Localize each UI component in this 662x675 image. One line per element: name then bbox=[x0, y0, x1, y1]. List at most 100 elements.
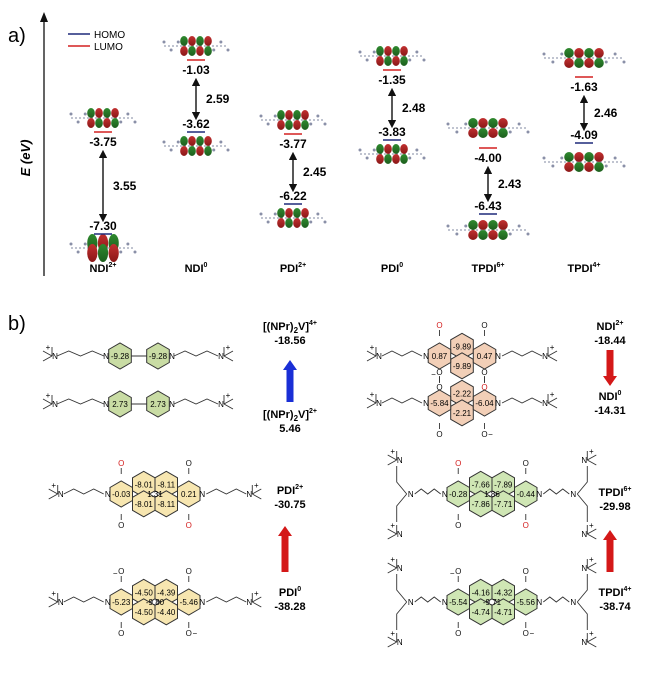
ring-charge-value: -8.11 bbox=[157, 480, 175, 489]
gap-value: 2.43 bbox=[498, 177, 522, 191]
minus-charge: − bbox=[488, 430, 493, 439]
homo-energy: -6.22 bbox=[279, 189, 307, 203]
ring-charge-value: -0.03 bbox=[112, 490, 131, 499]
nitrogen-atom: N bbox=[570, 490, 576, 499]
homo-orbital-image bbox=[69, 234, 137, 262]
nitrogen-atom: N bbox=[105, 598, 111, 607]
lumo-orbital-image bbox=[162, 36, 230, 56]
propyl-linker bbox=[501, 397, 543, 404]
ring-charge-value: -7.66 bbox=[472, 480, 491, 489]
oxygen-atom: O bbox=[523, 629, 529, 638]
lumo-energy: -4.00 bbox=[474, 151, 502, 165]
homo-orbital-image bbox=[259, 208, 327, 228]
plus-charge: + bbox=[370, 343, 375, 352]
nitrogen-atom: N bbox=[495, 399, 501, 408]
nitrogen-atom: N bbox=[246, 598, 252, 607]
energy-axis-arrowhead bbox=[40, 12, 48, 22]
imide-ring bbox=[514, 480, 538, 508]
nitrogen-atom: N bbox=[397, 638, 403, 647]
nitrogen-atom: N bbox=[199, 598, 205, 607]
homo-energy: -7.30 bbox=[89, 219, 117, 233]
panel-a-label: a) bbox=[8, 25, 26, 47]
oxygen-atom: O bbox=[436, 321, 442, 330]
ring-charge-value: -5.54 bbox=[449, 598, 468, 607]
trimethylammonium-group: N+ bbox=[581, 629, 597, 648]
pyridinium-ring bbox=[108, 342, 132, 370]
oxygen-atom: O bbox=[186, 629, 192, 638]
species-name: TPDI4+ bbox=[598, 586, 631, 599]
homo-energy: -3.62 bbox=[182, 117, 210, 131]
branched-amine: N+N+ bbox=[387, 447, 408, 540]
trimethylammonium-group: N+ bbox=[48, 481, 64, 500]
homo-orbital-image bbox=[358, 144, 426, 164]
imide-ring bbox=[177, 480, 201, 508]
homo-energy: -3.83 bbox=[378, 125, 406, 139]
species-charge-sum: -38.28 bbox=[274, 601, 305, 613]
imide-core bbox=[446, 470, 538, 518]
ring-charge-value: 0.21 bbox=[181, 490, 197, 499]
legend-lumo-label: LUMO bbox=[94, 42, 123, 53]
imide-ring bbox=[109, 588, 133, 616]
legend: HOMO LUMO bbox=[68, 30, 125, 53]
ring-charge-value: -4.16 bbox=[472, 588, 491, 597]
oxidation-arrow-red bbox=[603, 350, 617, 386]
nitrogen-atom: N bbox=[423, 352, 429, 361]
propyl-linker bbox=[173, 350, 219, 357]
species-name: PDI2+ bbox=[277, 484, 303, 497]
nitrogen-atom: N bbox=[52, 400, 58, 409]
oxygen-atom: O bbox=[436, 383, 442, 392]
ring-charge-value: -5.56 bbox=[517, 598, 536, 607]
axis-label: E (eV) bbox=[18, 140, 33, 177]
nitrogen-atom: N bbox=[495, 352, 501, 361]
reduction-arrow-red bbox=[278, 526, 292, 572]
ring-charge-value: -5.46 bbox=[180, 598, 199, 607]
lumo-orbital-image bbox=[69, 108, 137, 128]
gap-value: 2.46 bbox=[594, 106, 618, 120]
ring-charge-value: 2.73 bbox=[112, 400, 128, 409]
lumo-energy: -1.35 bbox=[378, 73, 406, 87]
ring-charge-value: -7.89 bbox=[494, 480, 513, 489]
trimethylammonium-group: N+ bbox=[366, 343, 382, 362]
plus-charge: + bbox=[589, 555, 594, 564]
nitrogen-atom: N bbox=[376, 399, 382, 408]
imide-ring bbox=[472, 389, 497, 417]
gap-value: 3.55 bbox=[113, 179, 137, 193]
ring-charge-value: -8.11 bbox=[157, 500, 175, 509]
oxygen-atom: O bbox=[118, 629, 124, 638]
pdi-reduced-label: PDI0-38.28 bbox=[274, 586, 305, 613]
nitrogen-atom: N bbox=[570, 598, 576, 607]
propyl-linker bbox=[206, 596, 247, 603]
reduction-arrow-red bbox=[603, 530, 617, 572]
oxygen-atom: O bbox=[455, 521, 461, 530]
minus-charge: − bbox=[450, 569, 455, 578]
nitrogen-atom: N bbox=[58, 490, 64, 499]
oxygen-atom: O bbox=[118, 459, 124, 468]
oxygen-atom: O bbox=[523, 521, 529, 530]
plus-charge: + bbox=[550, 343, 555, 352]
gap-value: 2.48 bbox=[402, 101, 426, 115]
species-charge-sum: 5.46 bbox=[279, 423, 300, 435]
oxygen-atom: O bbox=[481, 321, 487, 330]
nitrogen-atom: N bbox=[169, 352, 175, 361]
ring-charge-value: -7.86 bbox=[472, 500, 491, 509]
nitrogen-atom: N bbox=[397, 564, 403, 573]
imide-ring bbox=[427, 342, 452, 370]
ring-charge-value: -2.21 bbox=[453, 409, 472, 418]
propyl-linker bbox=[414, 488, 441, 495]
ring-charge-value: -8.01 bbox=[135, 500, 154, 509]
lumo-energy: -1.63 bbox=[570, 80, 598, 94]
nitrogen-atom: N bbox=[542, 352, 548, 361]
propyl-linker bbox=[56, 398, 105, 405]
ring-charge-value: -9.89 bbox=[453, 342, 472, 351]
homo-energy: -4.09 bbox=[570, 128, 598, 142]
propyl-linker bbox=[173, 398, 219, 405]
viologen-reduced-label: [(NPr)2V]2+5.46 bbox=[263, 408, 317, 435]
lumo-energy: -3.75 bbox=[89, 135, 117, 149]
lumo-orbital-image bbox=[542, 48, 626, 68]
imide-ring bbox=[109, 480, 133, 508]
plus-charge: + bbox=[390, 555, 395, 564]
